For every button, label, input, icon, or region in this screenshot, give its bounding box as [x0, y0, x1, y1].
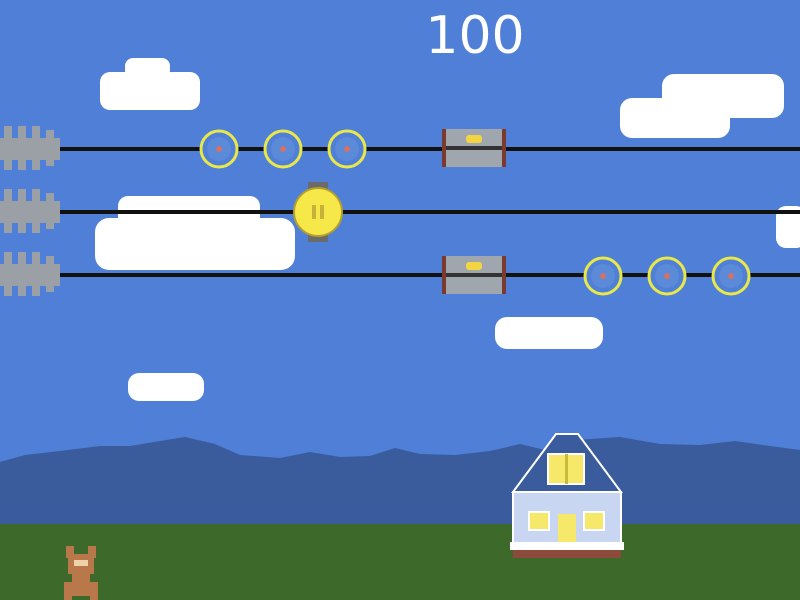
- cloud: [495, 317, 603, 349]
- power-wire: [0, 147, 800, 151]
- cloud: [100, 58, 200, 110]
- power-wire: [0, 273, 800, 277]
- energy-orb-icon: [263, 129, 303, 169]
- connector-box-icon: [442, 129, 506, 167]
- energy-orb-icon: [327, 129, 367, 169]
- grass-ground: [0, 524, 800, 600]
- score-counter: 100: [425, 6, 525, 66]
- insulator-icon: [0, 126, 60, 170]
- energy-orb-icon: [647, 256, 687, 296]
- cloud: [95, 196, 295, 270]
- cloud: [620, 74, 784, 138]
- insulator-icon: [0, 189, 60, 233]
- power-wire: [0, 210, 800, 214]
- lightbulb-icon[interactable]: [293, 182, 343, 242]
- cloud: [776, 206, 800, 248]
- mountains: [0, 437, 800, 526]
- energy-orb-icon: [199, 129, 239, 169]
- dog-icon: [64, 546, 98, 600]
- energy-orb-icon: [711, 256, 751, 296]
- house-icon: [510, 433, 624, 558]
- connector-box-icon: [442, 256, 506, 294]
- energy-orb-icon: [583, 256, 623, 296]
- cloud: [128, 373, 204, 401]
- insulator-icon: [0, 252, 60, 296]
